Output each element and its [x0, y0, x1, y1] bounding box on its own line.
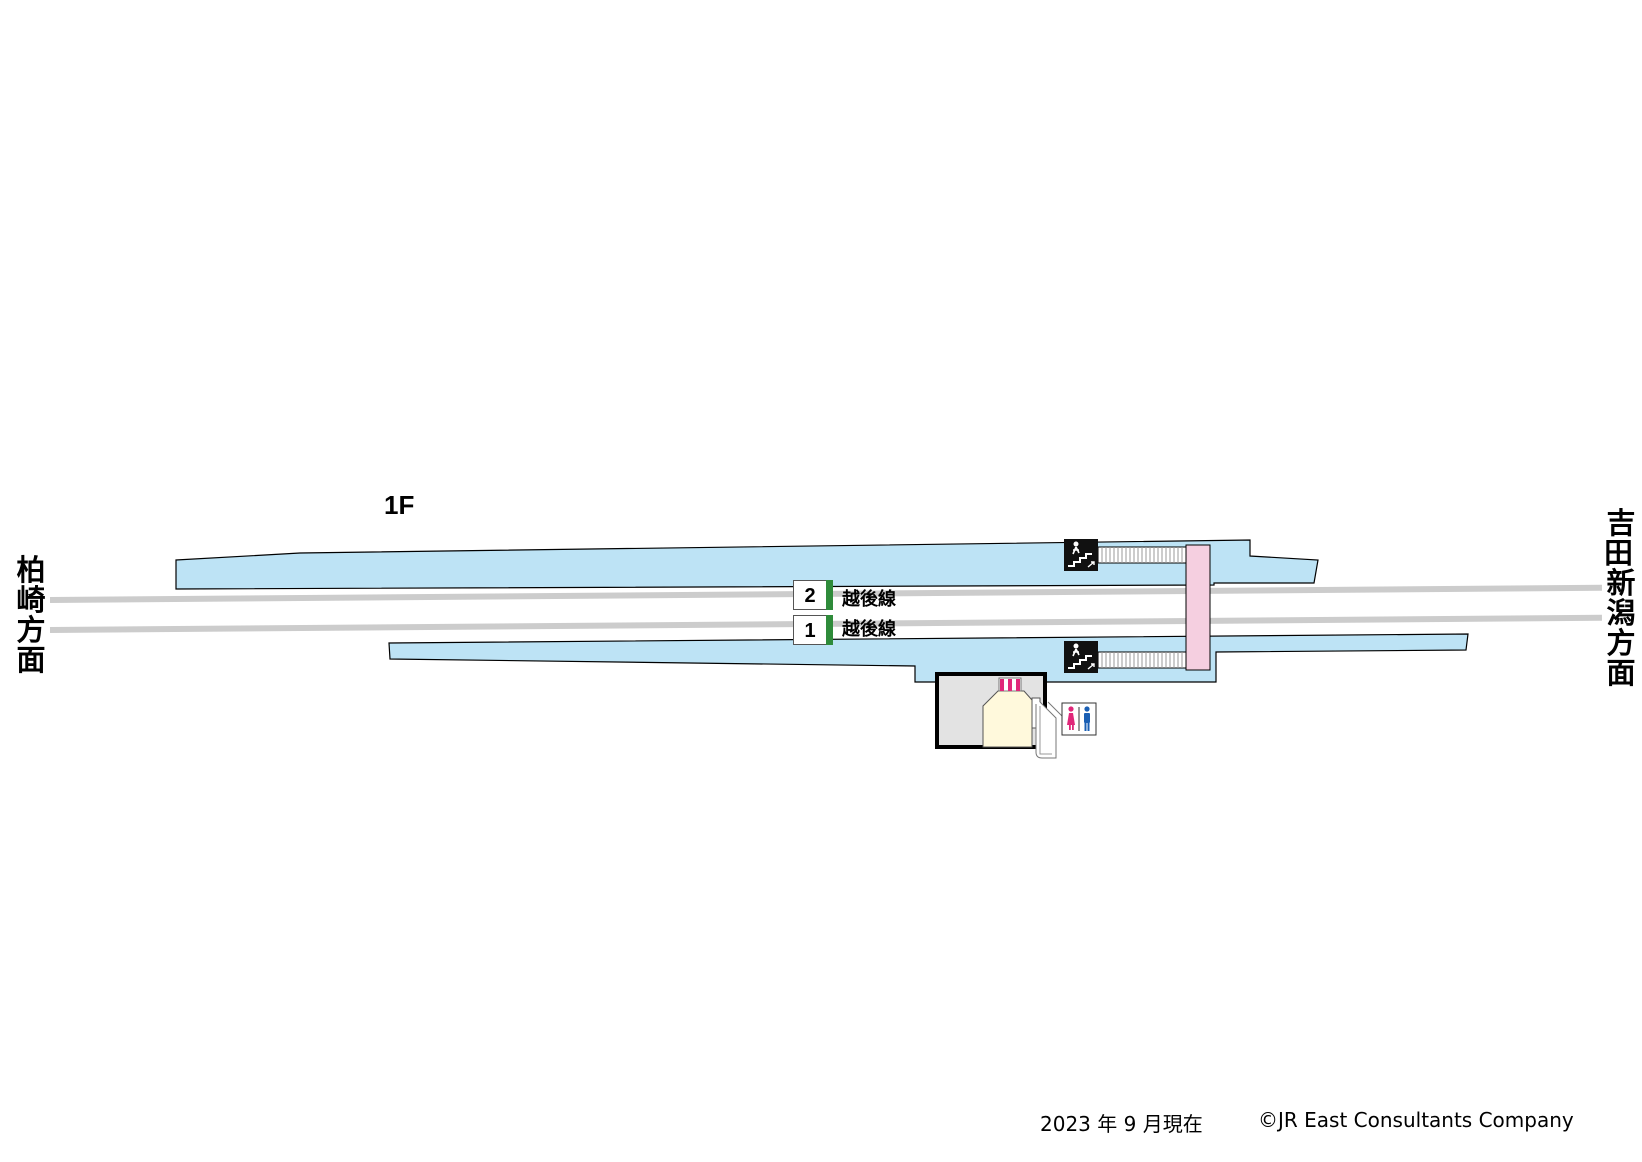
track-marker	[826, 580, 833, 610]
ramp	[1035, 701, 1057, 759]
track-line-name-2: 越後線	[842, 589, 896, 610]
track-number-2: 2	[793, 580, 827, 610]
ticket-area	[982, 690, 1033, 748]
track-line-name-1: 越後線	[842, 619, 896, 640]
restroom-icon	[1061, 702, 1097, 736]
floor-label: 1F	[384, 490, 415, 520]
stairs-upper	[1097, 546, 1187, 564]
direction-left-label: 柏崎方面	[16, 553, 46, 677]
footer-date: 2023 年 9 月現在	[1040, 1112, 1203, 1136]
stairs-icon	[1064, 641, 1098, 673]
direction-right-label: 吉田・新潟方面	[1604, 506, 1642, 690]
stairs-lower	[1097, 651, 1187, 669]
overpass	[1185, 544, 1211, 671]
platform-upper	[175, 539, 1319, 590]
footer-copyright: ©JR East Consultants Company	[1258, 1108, 1574, 1132]
stairs-icon	[1064, 539, 1098, 571]
track-number-1: 1	[793, 615, 827, 645]
track-marker	[826, 615, 833, 645]
platform-lower	[388, 633, 1469, 683]
ticket-gates	[998, 677, 1022, 692]
station-building	[935, 672, 1063, 759]
